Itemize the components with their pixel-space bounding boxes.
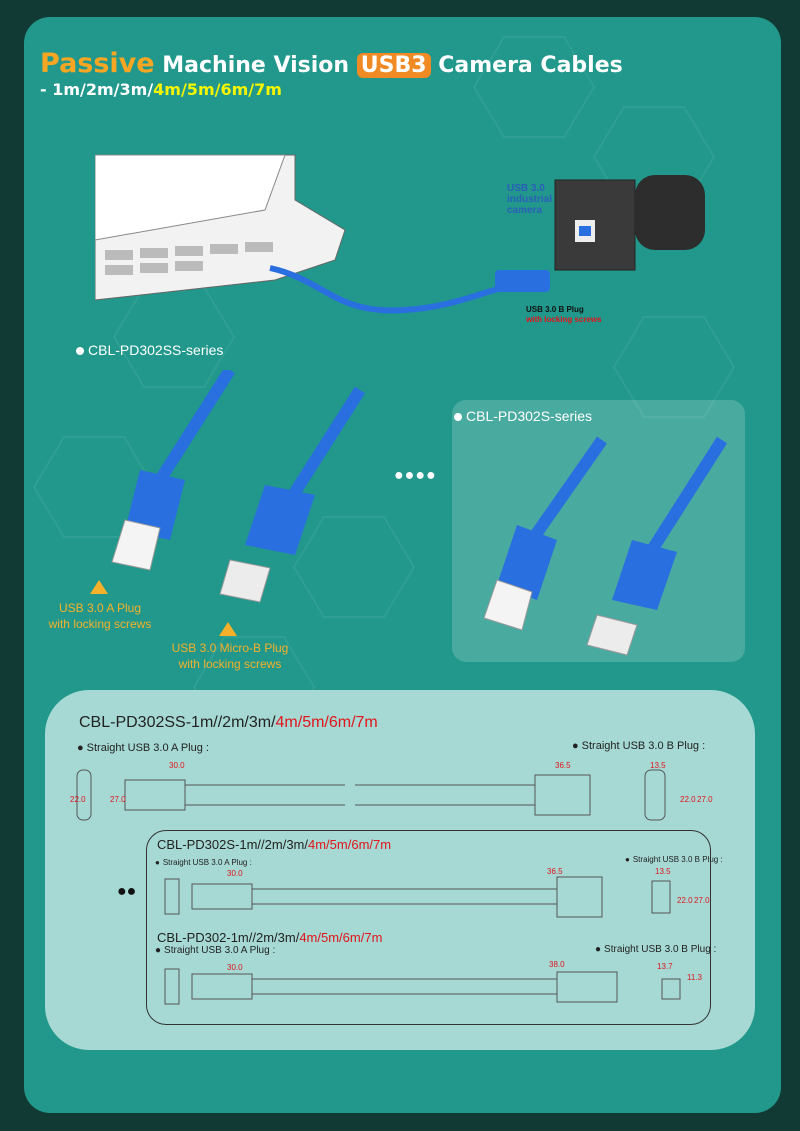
s-dim-h2: 27.0 — [694, 896, 710, 905]
b-plug-label-sub: with locking screws — [526, 315, 602, 324]
plain-title-red: 4m/5m/6m/7m — [299, 930, 383, 945]
b-plug-connector — [219, 559, 271, 603]
s-and-plain-cable-drawings — [164, 876, 681, 1005]
plain-title-prefix: CBL-PD302-1m//2m/3m/ — [157, 930, 300, 945]
b-plug-caption-title: USB 3.0 Micro-B Plug — [171, 641, 289, 655]
ss-dim-b: 36.5 — [555, 761, 571, 770]
s-series-cables — [483, 436, 728, 656]
a-plug-caption-title: USB 3.0 A Plug — [58, 601, 142, 615]
lengths-highlight: 4m/5m/6m/7m — [153, 80, 282, 99]
ss-dim-a: 30.0 — [169, 761, 185, 770]
ss-series-label: CBL-PD302SS-series — [76, 342, 223, 358]
title-usb3-badge: USB3 — [356, 53, 431, 78]
lengths-subtitle: - 1m/2m/3m/4m/5m/6m/7m — [40, 80, 282, 99]
plain-drawing-title: CBL-PD302-1m//2m/3m/4m/5m/6m/7m — [157, 930, 382, 945]
camera-icon — [554, 175, 705, 271]
ss-dim-h2-left: 27.0 — [110, 795, 126, 804]
page-title: Passive Machine Vision USB3 Camera Cable… — [40, 48, 623, 79]
b-plug-caption-sub: with locking screws — [178, 657, 282, 671]
ss-series-cables — [111, 370, 366, 603]
plain-b-plug-label: Straight USB 3.0 B Plug : — [595, 944, 716, 955]
s-dim-w: 13.5 — [655, 867, 671, 876]
triangle-pointer-a — [90, 580, 108, 594]
s-b-plug-label: Straight USB 3.0 B Plug : — [625, 855, 723, 864]
s-a-plug-label: Straight USB 3.0 A Plug : — [155, 858, 252, 867]
b-plug — [495, 270, 550, 292]
plain-dim-w: 13.7 — [657, 962, 673, 971]
cable — [269, 265, 516, 314]
ss-dim-h1-left: 22.0 — [70, 795, 86, 804]
a-plug-connector — [111, 519, 161, 571]
b-plug-housing — [245, 485, 315, 555]
a-plug-housing — [125, 470, 185, 540]
more-dots-drawings: ●● — [117, 883, 137, 900]
triangle-pointer-b — [219, 622, 237, 636]
title-passive: Passive — [40, 48, 155, 79]
dimension-drawings-panel: CBL-PD302SS-1m//2m/3m/4m/5m/6m/7m Straig… — [45, 690, 755, 1050]
plain-dim-h: 11.3 — [687, 973, 702, 982]
b-plug-label-title: USB 3.0 B Plug — [526, 305, 584, 314]
s-dim-h1: 22.0 — [677, 896, 693, 905]
plain-dim-b: 38.0 — [549, 960, 565, 969]
a-plug-caption-sub: with locking screws — [48, 617, 152, 631]
plain-a-plug-label: Straight USB 3.0 A Plug : — [155, 945, 275, 956]
ss-dim-h2-right: 27.0 — [697, 795, 713, 804]
ss-title-prefix: CBL-PD302SS-1m//2m/3m/ — [79, 714, 276, 731]
s-series-panel: CBL-PD302S-series — [452, 400, 745, 662]
title-end: Camera Cables — [438, 53, 623, 78]
camera-label-3: camera — [507, 205, 543, 216]
lengths-prefix: - 1m/2m/3m/ — [40, 80, 154, 99]
b-plug-label: USB 3.0 B Plug with locking screws — [526, 305, 602, 325]
ss-dim-w: 13.5 — [650, 761, 666, 770]
laptop-icon — [95, 154, 346, 301]
s-series-label: CBL-PD302S-series — [454, 408, 592, 424]
s-dim-b: 36.5 — [547, 867, 563, 876]
plain-dim-a: 30.0 — [227, 963, 243, 972]
ss-cable-drawing — [76, 769, 666, 821]
s-drawing-title: CBL-PD302S-1m//2m/3m/4m/5m/6m/7m — [157, 837, 391, 852]
ss-dim-h1-right: 22.0 — [680, 795, 696, 804]
more-dots: ●●●● — [394, 467, 437, 484]
laptop-camera-illustration — [95, 154, 705, 314]
s-title-prefix: CBL-PD302S-1m//2m/3m/ — [157, 837, 308, 852]
s-title-red: 4m/5m/6m/7m — [308, 837, 392, 852]
title-mid: Machine Vision — [162, 53, 350, 78]
s-dim-a: 30.0 — [227, 869, 243, 878]
ss-a-plug-label: Straight USB 3.0 A Plug : — [77, 742, 209, 754]
a-plug-caption: USB 3.0 A Plug with locking screws — [40, 600, 160, 632]
ss-title-red: 4m/5m/6m/7m — [275, 714, 378, 731]
camera-label: USB 3.0 industrial camera — [507, 183, 552, 216]
ss-b-plug-label: Straight USB 3.0 B Plug : — [572, 740, 706, 752]
camera-label-1: USB 3.0 — [507, 183, 545, 194]
b-plug-caption: USB 3.0 Micro-B Plug with locking screws — [160, 640, 300, 672]
s-and-plain-drawings-box: CBL-PD302S-1m//2m/3m/4m/5m/6m/7m Straigh… — [146, 830, 723, 1025]
camera-label-2: industrial — [507, 194, 553, 205]
ss-drawing-title: CBL-PD302SS-1m//2m/3m/4m/5m/6m/7m — [79, 714, 378, 732]
